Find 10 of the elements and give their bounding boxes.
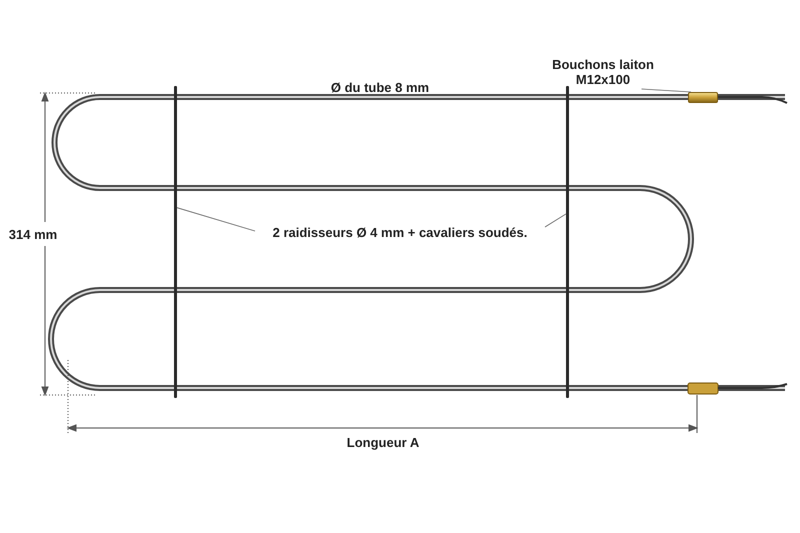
stiffener-rod [174, 86, 177, 398]
dimension-label: Ø du tube 8 mm [330, 79, 430, 97]
leader-line [641, 88, 692, 92]
brass-fitting [688, 92, 718, 103]
leader-line [176, 207, 256, 232]
stiffener-rod [566, 86, 569, 398]
dimension-label: Longueur A [346, 434, 420, 452]
callout-text: 2 raidisseurs Ø 4 mm + cavaliers soudés. [255, 225, 545, 240]
callout-text: Bouchons laiton M12x100 [548, 57, 658, 87]
leader-line [544, 214, 566, 228]
